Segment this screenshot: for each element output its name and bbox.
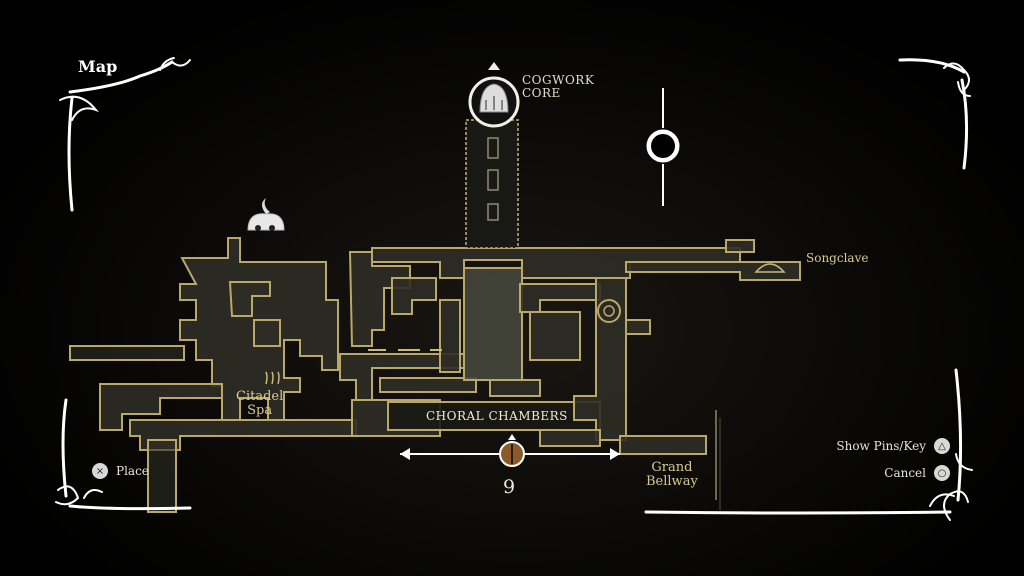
- bell-shrine-icon: [247, 198, 285, 231]
- area-label-line: Grand: [651, 460, 693, 475]
- cogwork-cells: [487, 137, 499, 221]
- circle-button-icon[interactable]: ○: [934, 465, 950, 481]
- cross-button-icon[interactable]: ×: [92, 463, 108, 479]
- songclave-dome: [754, 263, 786, 273]
- triangle-button-icon[interactable]: △: [934, 438, 950, 454]
- area-label-line: COGWORK: [522, 73, 595, 87]
- area-label-line: Bellway: [646, 473, 698, 489]
- area-label-cogwork-core: COGWORK CORE: [522, 74, 594, 99]
- position-marker: [400, 434, 620, 467]
- area-label-line: Citadel: [236, 389, 284, 404]
- screen-title: Map: [78, 57, 118, 76]
- map-rooms: [69, 119, 801, 513]
- spa-steam-icon: [265, 371, 280, 385]
- cancel-prompt[interactable]: Cancel ○: [884, 465, 950, 481]
- area-label-line: Spa: [247, 402, 273, 418]
- show-pins-label: Show Pins/Key: [836, 439, 926, 453]
- marker-count: 9: [503, 476, 516, 498]
- area-label-grand-bellway: Grand Bellway: [646, 461, 698, 488]
- place-label: Place: [116, 464, 149, 478]
- cancel-label: Cancel: [884, 466, 926, 480]
- station-node: [597, 299, 621, 323]
- area-label-citadel-spa: Citadel Spa: [236, 390, 283, 417]
- place-prompt[interactable]: × Place: [92, 463, 149, 479]
- area-label-songclave: Songclave: [806, 251, 869, 265]
- area-label-line: CORE: [522, 85, 561, 100]
- cogwork-core-icon: [468, 62, 520, 128]
- compass-ornament-icon: [646, 88, 680, 206]
- show-pins-prompt[interactable]: Show Pins/Key △: [836, 438, 950, 454]
- area-label-choral-chambers: CHORAL CHAMBERS: [426, 409, 568, 423]
